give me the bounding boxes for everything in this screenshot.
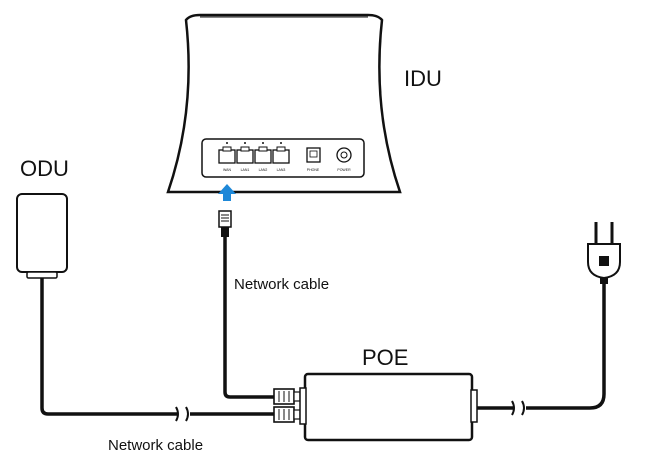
poe-input-connectors [273,388,301,423]
plug-icon [587,222,621,284]
up-arrow-icon [218,184,236,201]
port-label-lan3: LAN3 [277,168,286,172]
cable-idu-to-poe [223,237,275,399]
idu-phone-port [306,147,321,163]
idu-power-port [336,147,352,163]
poe-label: POE [362,345,409,370]
idu-label: IDU [404,66,442,91]
port-label-phone: PHONE [307,168,320,172]
odu-device [16,193,68,279]
poe-box [299,372,478,442]
cable-odu-to-poe [40,278,275,416]
port-label-wan: WAN [223,168,232,172]
cable-label-odu-poe: Network cable [108,437,204,454]
idu-device: WAN LAN1 LAN2 LAN3 PHONE POWER [166,13,402,194]
rj45-connector-icon [218,210,232,237]
break-mark-icon [511,400,525,416]
odu-label: ODU [20,156,69,181]
idu-ethernet-ports [218,142,290,164]
port-label-power: POWER [337,168,351,172]
break-mark-icon [175,406,189,422]
cable-poe-to-plug [477,282,606,410]
port-label-lan2: LAN2 [259,168,268,172]
cable-label-idu-poe: Network cable [234,276,330,293]
port-label-lan1: LAN1 [241,168,250,172]
